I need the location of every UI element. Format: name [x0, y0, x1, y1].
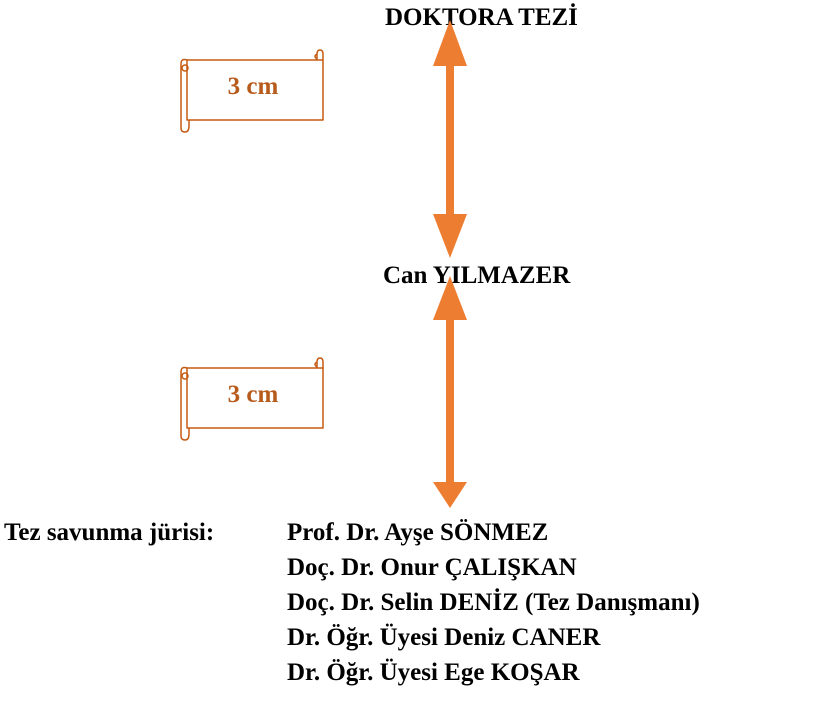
- jury-member: Doç. Dr. Selin DENİZ (Tez Danışmanı): [287, 589, 700, 616]
- author-name: Can YILMAZER: [383, 262, 571, 289]
- jury-member: Prof. Dr. Ayşe SÖNMEZ: [287, 519, 549, 546]
- jury-row: Dr. Öğr. Üyesi Ege KOŞAR: [4, 655, 700, 690]
- double-arrow-icon: [433, 276, 467, 508]
- margin-label: 3 cm: [227, 381, 279, 408]
- jury-row: Tez savunma jürisi: Prof. Dr. Ayşe SÖNME…: [4, 515, 700, 550]
- margin-note-bottom: 3 cm: [177, 356, 327, 442]
- jury-row: Doç. Dr. Selin DENİZ (Tez Danışmanı): [4, 585, 700, 620]
- jury-row: Doç. Dr. Onur ÇALIŞKAN: [4, 550, 700, 585]
- scroll-icon: [180, 357, 324, 441]
- margin-label: 3 cm: [227, 73, 279, 100]
- scroll-icon: [180, 49, 324, 133]
- jury-row: Dr. Öğr. Üyesi Deniz CANER: [4, 620, 700, 655]
- jury-member: Dr. Öğr. Üyesi Deniz CANER: [287, 624, 601, 651]
- margin-note-top: 3 cm: [177, 48, 327, 134]
- jury-member: Dr. Öğr. Üyesi Ege KOŞAR: [287, 659, 580, 686]
- jury-label: Tez savunma jürisi:: [4, 519, 215, 546]
- thesis-title: DOKTORA TEZİ: [385, 4, 578, 31]
- jury-member: Doç. Dr. Onur ÇALIŞKAN: [287, 554, 577, 581]
- double-arrow-icon: [433, 20, 467, 258]
- jury-list: Tez savunma jürisi: Prof. Dr. Ayşe SÖNME…: [4, 515, 700, 690]
